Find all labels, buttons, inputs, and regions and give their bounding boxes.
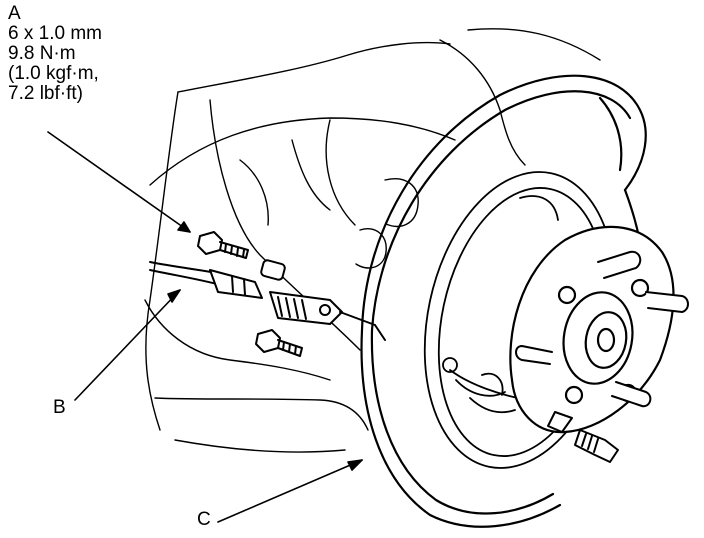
- leader-line-a: [47, 131, 191, 233]
- wheel-stud-left: [515, 345, 553, 365]
- wheel-stud-bottom: [547, 411, 573, 433]
- parking-brake-cable: [149, 259, 386, 341]
- callout-a-letter: A: [8, 3, 21, 24]
- suspension-knuckle-background: [144, 28, 601, 453]
- callout-a-spec: A 6 x 1.0 mm 9.8 N·m (1.0 kgf·m, 7.2 lbf…: [8, 4, 102, 104]
- adjuster-screw: [574, 429, 619, 463]
- leader-line-c: [217, 459, 363, 523]
- leader-line-b: [74, 289, 181, 401]
- callout-b-label: B: [53, 397, 66, 418]
- bolt-upper: [197, 231, 249, 259]
- wheel-hub: [509, 225, 675, 434]
- bolt-size-text: 6 x 1.0 mm: [8, 23, 102, 44]
- bolt-lower: [255, 329, 303, 357]
- wheel-stud-right: [645, 291, 689, 313]
- torque-lbfft-text: 7.2 lbf·ft): [8, 83, 83, 104]
- torque-nm-text: 9.8 N·m: [8, 43, 76, 64]
- wheel-stud-lower-right: [611, 381, 652, 408]
- wheel-stud-upper: [597, 250, 642, 279]
- torque-kgfm-text: (1.0 kgf·m,: [8, 63, 99, 84]
- callout-c-label: C: [197, 509, 211, 530]
